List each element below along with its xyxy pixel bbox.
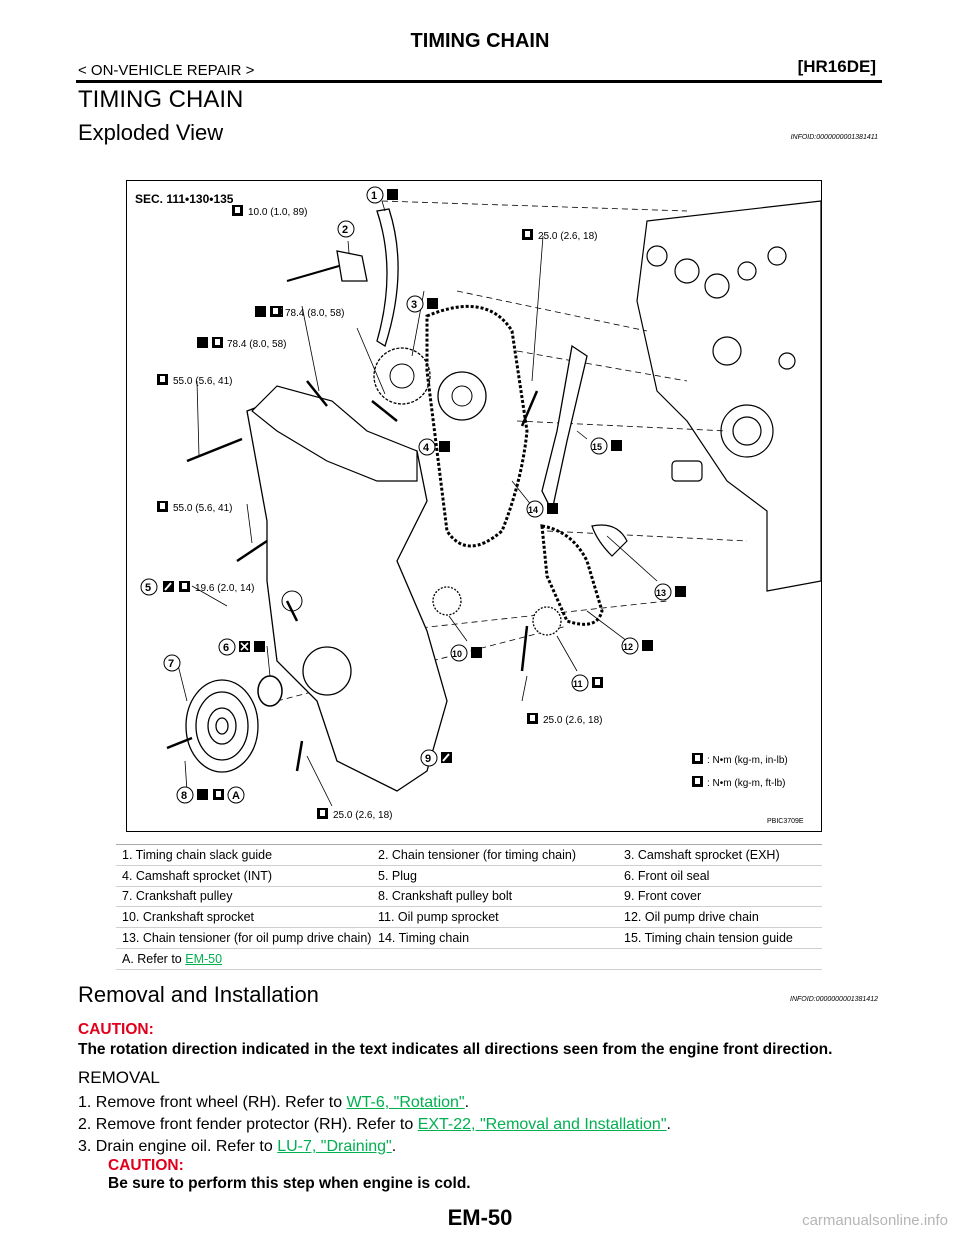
parts-cell: 9. Front cover: [618, 885, 822, 907]
callout-15: 15: [592, 442, 602, 452]
torque-label: 78.4 (8.0, 58): [285, 308, 344, 319]
slack-guide: [376, 208, 399, 347]
parts-cell: 6. Front oil seal: [618, 864, 822, 887]
parts-cell: 11. Oil pump sprocket: [372, 906, 618, 928]
callout-7: 7: [168, 658, 174, 670]
callout-6: 6: [223, 642, 229, 654]
em-50-link[interactable]: EM-50: [185, 951, 223, 966]
parts-cell: 14. Timing chain: [372, 927, 618, 949]
callout-4: 4: [423, 442, 430, 454]
torque-label: 10.0 (1.0, 89): [248, 207, 307, 218]
exploded-view-heading: Exploded View: [78, 120, 224, 145]
step-suffix: .: [391, 1138, 397, 1155]
callout-14: 14: [528, 505, 538, 515]
caution-text: The rotation direction indicated in the …: [78, 1041, 833, 1058]
oil-pump-sprocket: [532, 606, 562, 636]
step-text: 3. Drain engine oil. Refer to: [78, 1138, 278, 1155]
tension-guide: [541, 344, 588, 513]
parts-cell: 1. Timing chain slack guide: [116, 844, 372, 866]
step-1: 1. Remove front wheel (RH). Refer to WT-…: [78, 1094, 469, 1112]
caution-label: CAUTION:: [78, 1021, 154, 1038]
torque-label: 19.6 (2.0, 14): [195, 583, 254, 594]
step3-caution-label: CAUTION:: [108, 1157, 184, 1174]
callout-3: 3: [411, 299, 417, 311]
parts-cell: 12. Oil pump drive chain: [618, 906, 822, 928]
step3-caution-text: Be sure to perform this step when engine…: [108, 1175, 471, 1192]
step-suffix: .: [666, 1116, 671, 1133]
chain-tensioner: [336, 250, 368, 282]
callout-8: 8: [181, 790, 187, 802]
timing-chain: [425, 304, 529, 548]
callout-1: 1: [371, 190, 377, 202]
oil-pump-drive-chain: [540, 524, 604, 626]
header-title: TIMING CHAIN: [410, 30, 550, 52]
crankshaft-sprocket: [432, 586, 462, 616]
parts-note-text: A. Refer to: [122, 951, 186, 966]
torque-label: 25.0 (2.6, 18): [543, 715, 602, 726]
torque-legend: : N•m (kg-m, in-lb) : N•m (kg-m, ft-lb): [692, 753, 788, 789]
lu-7-link[interactable]: LU-7, "Draining": [277, 1138, 392, 1155]
callout-13: 13: [656, 588, 666, 598]
parts-cell: 5. Plug: [372, 864, 618, 887]
removal-info-id: INFOID:0000000001381412: [790, 996, 878, 1003]
front-oil-seal: [257, 675, 283, 707]
step-suffix: .: [464, 1094, 470, 1111]
ext-22-link[interactable]: EXT-22, "Removal and Installation": [417, 1116, 667, 1133]
exploded-view-figure: SEC. 111•130•135 10.0 (1.0, 89) 78.4 (8.…: [126, 180, 822, 832]
step-text: 1. Remove front wheel (RH). Refer to: [78, 1094, 347, 1111]
page-heading: TIMING CHAIN: [78, 86, 244, 113]
header-section: < ON-VEHICLE REPAIR >: [78, 62, 255, 79]
parts-cell: 7. Crankshaft pulley: [116, 885, 372, 907]
exploded-info-id: INFOID:0000000001381411: [790, 134, 878, 141]
callout-a: A: [232, 790, 240, 802]
cylinder-block: [636, 200, 821, 592]
parts-cell: 10. Crankshaft sprocket: [116, 906, 372, 928]
callout-10: 10: [452, 649, 462, 659]
page-number: EM-50: [447, 1205, 513, 1230]
parts-cell: 8. Crankshaft pulley bolt: [372, 885, 618, 907]
parts-cell: 2. Chain tensioner (for timing chain): [372, 844, 618, 866]
watermark: carmanualsonline.info: [802, 1212, 948, 1229]
torque-label: 55.0 (5.6, 41): [173, 503, 232, 514]
parts-cell: 4. Camshaft sprocket (INT): [116, 864, 372, 887]
torque-label: 25.0 (2.6, 18): [333, 810, 392, 821]
parts-cell: 3. Camshaft sprocket (EXH): [618, 844, 822, 866]
callout-9: 9: [425, 753, 431, 765]
callout-12: 12: [623, 642, 633, 652]
callout-11: 11: [573, 679, 583, 689]
parts-cell: 15. Timing chain tension guide: [618, 927, 822, 949]
legend-inlb: : N•m (kg-m, in-lb): [707, 755, 788, 766]
callout-2: 2: [342, 224, 348, 236]
torque-label: 25.0 (2.6, 18): [538, 231, 597, 242]
figure-code: PBIC3709E: [767, 818, 804, 825]
header-rule: [76, 80, 882, 83]
parts-cell: 13. Chain tensioner (for oil pump drive …: [116, 927, 372, 949]
table-row: 13. Chain tensioner (for oil pump drive …: [116, 927, 822, 949]
legend-ftlb: : N•m (kg-m, ft-lb): [707, 778, 786, 789]
callout-5: 5: [145, 582, 151, 594]
step-3: 3. Drain engine oil. Refer to LU-7, "Dra…: [78, 1138, 396, 1156]
header-model: [HR16DE]: [797, 57, 876, 76]
step-text: 2. Remove front fender protector (RH). R…: [78, 1116, 418, 1133]
torque-label: 55.0 (5.6, 41): [173, 376, 232, 387]
step-2: 2. Remove front fender protector (RH). R…: [78, 1116, 671, 1134]
parts-note: A. Refer to EM-50: [116, 947, 822, 970]
section-label: SEC. 111•130•135: [135, 192, 234, 206]
removal-heading: Removal and Installation: [78, 982, 319, 1007]
wt-6-link[interactable]: WT-6, "Rotation": [346, 1094, 465, 1111]
torque-label: 78.4 (8.0, 58): [227, 339, 286, 350]
crankshaft-pulley: [185, 679, 259, 773]
exploded-view-diagram: SEC. 111•130•135 10.0 (1.0, 89) 78.4 (8.…: [135, 186, 821, 825]
table-row: A. Refer to EM-50: [116, 947, 822, 970]
removal-subheading: REMOVAL: [78, 1068, 160, 1087]
